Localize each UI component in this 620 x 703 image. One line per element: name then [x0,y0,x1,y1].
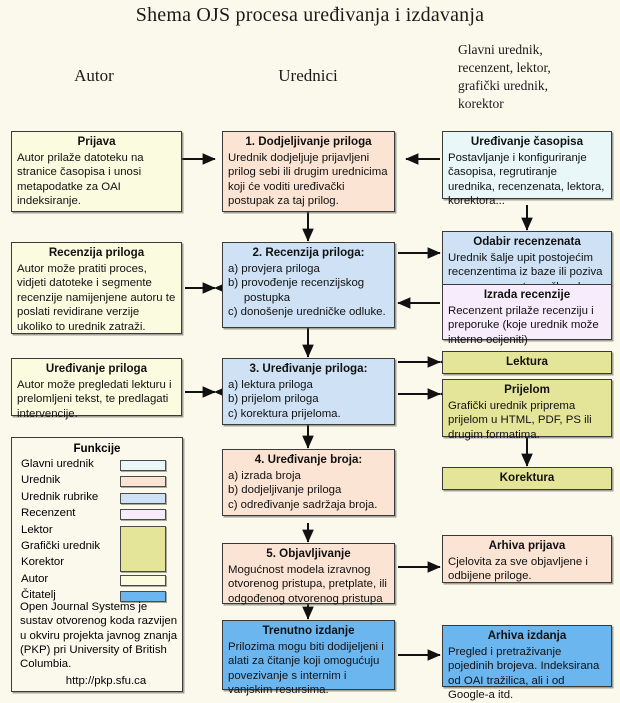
box-step-1[interactable]: 1. Dodjeljivanje priloga Urednik dodjelj… [222,131,395,212]
box-title: Recenzija priloga [48,246,145,259]
legend-swatch-citatelj [120,591,166,603]
box-body: Autor prilaže datoteku na stranice časop… [17,151,144,208]
legend-label: Čitatelj [21,589,56,602]
box-item-list: a) izrada broja b) dodjeljivanje priloga… [228,469,389,512]
list-item: c) korektura prijeloma. [228,407,341,420]
legend-row-glavni-urednik: Glavni urednik [12,458,182,474]
box-title: Uređivanje časopisa [470,135,584,148]
box-body: Mogućnost modela izravnog otvorenog pris… [228,563,387,605]
list-item: c) određivanje sadržaja broja. [228,498,378,511]
legend-note: Open Journal Systems je sustav otvorenog… [20,601,178,671]
box-title: Trenutno izdanje [262,624,355,637]
legend-swatch-autor [120,574,166,586]
legend-row-graficki-urednik: Grafički urednik [12,540,182,556]
box-title: Korektura [499,471,555,485]
list-item: a) lektura priloga [228,378,313,391]
legend-title: Funkcije [73,442,121,455]
column-header-editors: Urednici [278,66,338,85]
legend-row-autor: Autor [12,573,182,589]
box-title: Odabir recenzenata [473,235,581,248]
box-recenzija-priloga-autor[interactable]: Recenzija priloga Autor može pratiti pro… [11,242,182,334]
box-korektura[interactable]: Korektura [442,467,612,490]
box-title: Lektura [506,355,548,369]
box-step-2[interactable]: 2. Recenzija priloga: a) provjera prilog… [222,242,395,328]
legend-row-lektor: Lektor [12,523,182,572]
list-item: b) prijelom priloga [228,393,319,406]
box-uredjivanje-priloga-autor[interactable]: Uređivanje priloga Autor može pregledati… [11,358,182,420]
box-title: Prijava [77,135,116,148]
list-item: b) provođenje recenzijskog [228,277,365,290]
box-title: Arhiva prijava [488,539,566,552]
column-header-others: Glavni urednik, recenzent, lektor, grafi… [458,42,551,111]
box-title: 1. Dodjeljivanje priloga [245,135,372,148]
list-item: a) provjera priloga [228,262,320,275]
box-body: Postavljanje i konfiguriranje časopisa, … [448,151,605,208]
box-izrada-recenzije[interactable]: Izrada recenzije Recenzent prilaže recen… [442,284,612,346]
list-item: a) izrada broja [228,469,301,482]
box-trenutno-izdanje[interactable]: Trenutno izdanje Prilozima mogu biti dod… [222,620,395,696]
legend-label: Urednik [21,474,61,487]
box-arhiva-prijava[interactable]: Arhiva prijava Cjelovita za sve objavlje… [442,535,612,583]
box-body: Autor može pratiti proces, vidjeti datot… [17,262,176,333]
box-arhiva-izdanja[interactable]: Arhiva izdanja Pregled i pretraživanje p… [442,625,612,701]
legend-row-urednik: Urednik [12,474,182,490]
box-prijelom[interactable]: Prijelom Grafički urednik priprema prije… [442,379,612,441]
legend-label: Urednik rubrike [21,490,99,503]
legend-url[interactable]: http://pkp.sfu.ca [65,674,147,687]
legend-note-block: Open Journal Systems je sustav otvorenog… [20,600,180,688]
legend-row-recenzent: Recenzent [12,507,182,523]
legend-label: Korektor [21,556,65,569]
box-lektura[interactable]: Lektura [442,351,612,374]
box-body: Recenzent prilaže recenziju i preporuke … [448,304,599,346]
box-title: 5. Objavljivanje [266,547,351,560]
legend-swatch-editing-roles [120,525,166,572]
box-body: Autor može pregledati lekturu i prelomlj… [17,378,172,420]
box-title: 4. Uređivanje broja: [254,453,363,466]
box-title: 2. Recenzija priloga: [252,246,365,259]
box-title: 3. Uređivanje priloga: [249,362,368,375]
legend-swatch-urednik [120,476,166,488]
list-item: postupka [228,291,291,304]
box-body: Prilozima mogu biti dodijeljeni i alati … [228,640,384,697]
legend-row-citatelj: Čitatelj [12,589,182,605]
box-body: Pregled i pretraživanje pojedinih brojev… [448,645,600,702]
box-body: Cjelovita za sve objavljene i odbijene p… [448,555,588,583]
legend-label: Autor [21,572,49,585]
legend-row-korektor: Korektor [12,556,182,572]
list-item: c) donošenje uredničke odluke. [228,306,386,319]
box-item-list: a) provjera priloga b) provođenje recenz… [228,262,389,320]
legend-label: Recenzent [21,507,76,520]
legend-swatch-glavni-urednik [120,460,166,471]
box-step-5[interactable]: 5. Objavljivanje Mogućnost modela izravn… [222,543,395,605]
box-title: Uređivanje priloga [45,362,148,375]
legend-swatch-recenzent [120,509,166,521]
legend-row-urednik-rubrike: Urednik rubrike [12,491,182,507]
box-title: Arhiva izdanja [487,629,567,642]
box-body: Grafički urednik priprema prijelom u HTM… [448,399,592,441]
box-step-4[interactable]: 4. Uređivanje broja: a) izrada broja b) … [222,449,395,516]
box-step-3[interactable]: 3. Uređivanje priloga: a) lektura prilog… [222,358,395,425]
column-header-author: Autor [74,66,114,85]
box-title: Prijelom [504,383,550,396]
box-prijava[interactable]: Prijava Autor prilaže datoteku na strani… [11,131,182,212]
legend-label: Grafički urednik [21,539,101,552]
page-title: Shema OJS procesa uređivanja i izdavanja [135,4,485,26]
legend-panel: Funkcije Glavni urednik Urednik Urednik … [11,437,183,692]
list-item: b) dodjeljivanje priloga [228,484,342,497]
box-title: Izrada recenzije [483,288,571,301]
box-item-list: a) lektura priloga b) prijelom priloga c… [228,378,389,421]
box-body: Urednik dodjeljuje prijavljeni prilog se… [228,151,388,208]
legend-label: Glavni urednik [21,458,94,470]
legend-label: Lektor [21,523,53,536]
legend-swatch-urednik-rubrike [120,492,166,504]
box-uredjivanje-casopisa[interactable]: Uređivanje časopisa Postavljanje i konfi… [442,131,612,207]
box-odabir-recenzenata[interactable]: Odabir recenzenata Urednik šalje upit po… [442,231,612,293]
